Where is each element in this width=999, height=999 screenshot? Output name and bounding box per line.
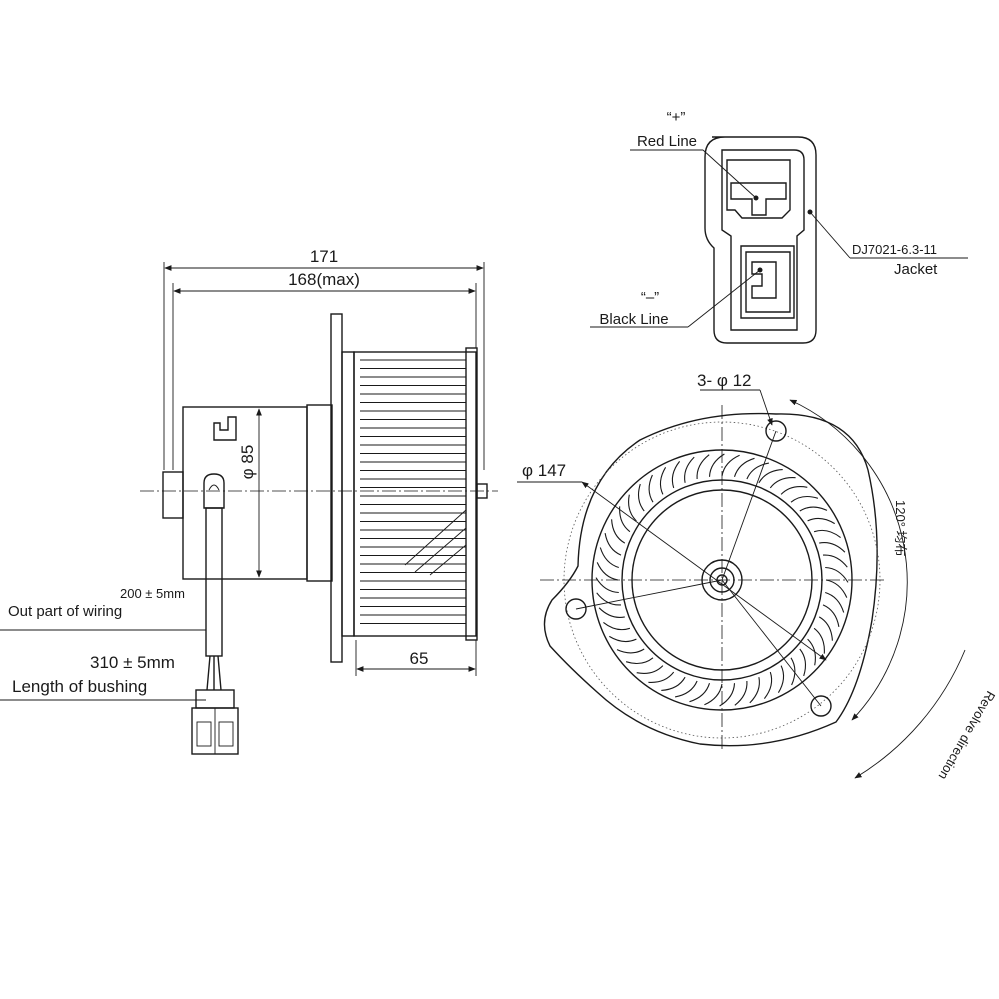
fan-blades-side [360, 359, 466, 624]
wheel-dia-line [581, 481, 827, 661]
side-view: 171 168(max) φ 85 6 [0, 247, 498, 755]
jacket-label: Jacket [894, 261, 938, 278]
front-view: 3- φ 12 φ 147 120° 均布 Revolve direction [517, 371, 998, 782]
connector-housing-inner [721, 149, 805, 331]
holes-label: 3- φ 12 [697, 371, 752, 390]
bushing-label-text: Length of bushing [12, 677, 147, 696]
connector-detail: “+” Red Line “–” Black Line DJ7021-6.3-1… [590, 109, 968, 344]
cable-wires [206, 655, 222, 691]
revolve-label: Revolve direction [936, 689, 999, 783]
plug-top [195, 689, 235, 709]
fan-wheel-side [353, 351, 477, 637]
terminal-minus [751, 261, 777, 299]
red-line-leader [702, 149, 757, 199]
revolve-arrow [854, 649, 966, 779]
wiring-length-text: 200 ± 5mm [120, 586, 185, 601]
jacket-leader [809, 211, 851, 259]
red-line-label: Red Line [637, 133, 697, 150]
plus-symbol: “+” [667, 109, 686, 126]
dim-wheel-width-text: 65 [410, 649, 429, 668]
cable-grommet [203, 473, 225, 509]
mount-hole-top [765, 420, 787, 442]
part-number-label: DJ7021-6.3-11 [852, 242, 937, 257]
spacing-arc [789, 399, 908, 721]
motor-rear-boss [162, 471, 184, 519]
motor-front-ring [306, 404, 333, 582]
wheel-dia-label: φ 147 [522, 461, 566, 480]
terminal-plus-frame [726, 159, 791, 219]
connector-housing-outer [704, 136, 817, 344]
black-line-leader [687, 269, 761, 328]
motor-body [182, 406, 308, 580]
dim-max-text: 168(max) [288, 270, 360, 289]
minus-symbol: “–” [641, 289, 659, 306]
hub-plate [341, 351, 355, 637]
holes-leader [759, 389, 773, 426]
bushing-length-text: 310 ± 5mm [90, 653, 175, 672]
spacing-label: 120° 均布 [893, 500, 908, 557]
terminal-minus-frame [740, 245, 795, 319]
wiring-label-text: Out part of wiring [8, 603, 122, 620]
dim-motor-dia-text: φ 85 [238, 445, 257, 480]
black-line-label: Black Line [599, 311, 668, 328]
cable-sheath [205, 507, 223, 657]
dim-overall-text: 171 [310, 247, 338, 266]
motor-terminal-clip [213, 416, 237, 441]
terminal-plus [730, 182, 787, 216]
